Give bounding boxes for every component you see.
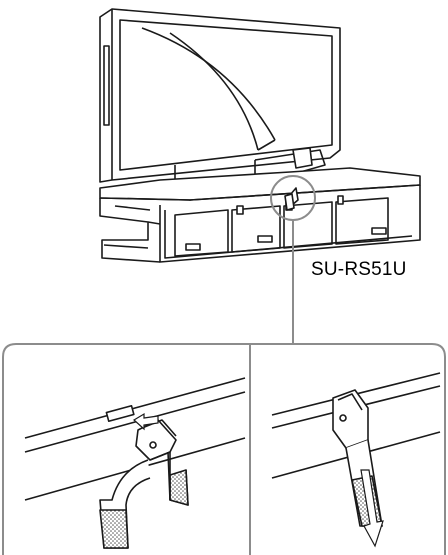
- strap-hatched-end-right: [169, 469, 189, 506]
- detail-panels-frame: [2, 343, 446, 555]
- strap-hatched-end-left: [99, 509, 129, 549]
- arrow-down-icon: [360, 469, 384, 548]
- mounting-slot: [105, 404, 135, 422]
- detail-left-attach-strap: [24, 377, 246, 549]
- tv-on-stand-illustration: [99, 8, 421, 263]
- stand-model-label: SU-RS51U: [311, 259, 407, 280]
- detail-right-pull-strap: [271, 372, 441, 527]
- callout: [270, 175, 316, 344]
- arrow-left-icon: [132, 412, 159, 431]
- detail-panels: [2, 343, 446, 555]
- tv-stand-su-rs51u: [99, 167, 421, 263]
